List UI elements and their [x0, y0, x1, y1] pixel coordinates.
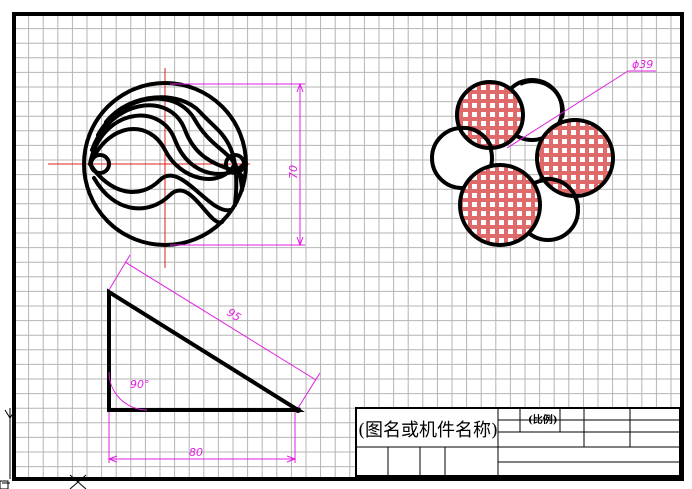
lobe-overlap-arc — [519, 79, 565, 119]
lobe-overlap-arc — [459, 125, 494, 151]
lobe-bottom-left-hatched — [458, 163, 542, 247]
vertex-marker — [295, 407, 301, 413]
wave-curve — [92, 176, 224, 225]
arrow-left-icon — [107, 455, 118, 463]
height-dimension-label: 70 — [287, 165, 300, 179]
title-block-frame — [355, 407, 681, 477]
angle-dimension[interactable] — [108, 371, 148, 411]
hypotenuse-dimension[interactable] — [108, 254, 321, 409]
scale-label: (比例) — [528, 413, 557, 426]
right-triangle-figure[interactable] — [107, 288, 305, 413]
hatched-rosette-figure[interactable] — [430, 78, 615, 247]
lobe-right-hatched — [535, 118, 615, 198]
extension-line — [297, 372, 321, 409]
arrow-right-icon — [286, 455, 297, 463]
lobe-top-left-hatched — [455, 80, 525, 150]
arrow-up-icon — [296, 82, 304, 93]
extension-line — [108, 254, 131, 291]
angle-arc — [108, 371, 148, 411]
dimension-line-diagonal — [124, 261, 317, 381]
crosshair-icon — [69, 474, 87, 489]
wave-curve — [104, 95, 239, 207]
drawing-name-label: (图名或机件名称) — [358, 420, 498, 441]
title-block[interactable]: (图名或机件名称) (比例) — [355, 407, 681, 477]
ucs-icon — [0, 408, 16, 489]
wave-circle-figure[interactable] — [48, 68, 250, 268]
base-dimension[interactable] — [107, 412, 297, 463]
angle-dimension-label: 90° — [130, 378, 150, 391]
diameter-dimension[interactable] — [506, 70, 656, 149]
diameter-dimension-label: ϕ39 — [632, 58, 653, 71]
lobe-overlap-arc — [539, 176, 580, 209]
hypotenuse-dimension-label: 95 — [224, 306, 243, 324]
small-arc-left — [89, 153, 111, 175]
background-grid — [14, 14, 682, 479]
small-arc-right — [224, 153, 246, 175]
triangle-outline — [107, 288, 305, 412]
wave-curve — [88, 127, 237, 181]
wave-curve — [88, 162, 232, 213]
base-dimension-label: 80 — [189, 446, 203, 459]
drawing-border — [12, 12, 684, 481]
height-dimension[interactable] — [170, 82, 305, 247]
wave-curve — [88, 113, 246, 176]
diameter-leader-line — [506, 70, 629, 149]
arrow-down-icon — [296, 236, 304, 247]
